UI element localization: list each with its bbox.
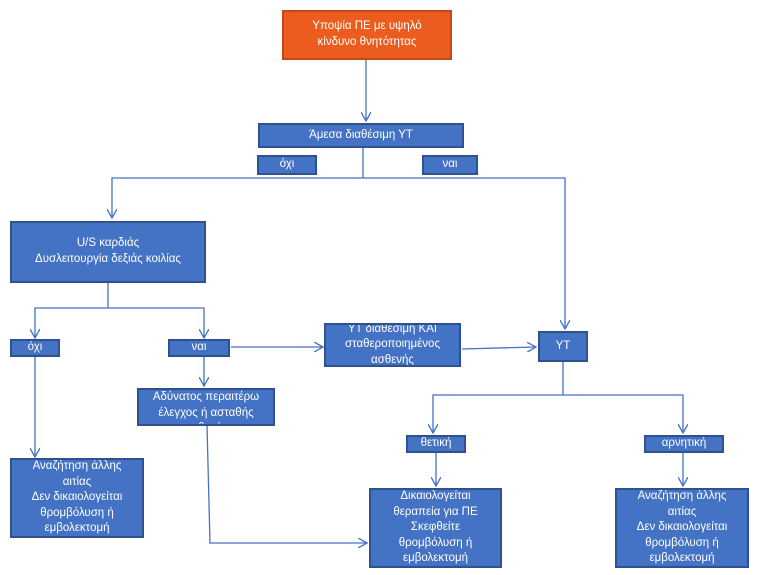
arrow-to-yes-mid <box>108 307 204 337</box>
arrow-to-ct <box>363 177 565 328</box>
node-treat-pe: Δικαιολογείται θεραπεία για ΠΕ Σκεφθείτε… <box>369 488 502 568</box>
node-other-cause-left: Αναζήτηση άλλης αιτίας Δεν δικαιολογείτα… <box>10 458 144 538</box>
node-unstable: Αδύνατος περαιτέρω έλεγχος ή ασταθής ασθ… <box>137 388 275 426</box>
arrow-to-no-left <box>35 307 108 337</box>
label-yes-mid: ναι <box>168 339 230 357</box>
node-ct-stable: ΥΤ διαθέσιμη ΚΑΙ σταθεροποιημένος ασθενή… <box>324 323 461 367</box>
label-yes-top: ναι <box>422 155 478 175</box>
label-positive: θετική <box>406 435 466 453</box>
arrow-to-echo <box>112 177 363 217</box>
arrow-to-positive <box>433 394 563 432</box>
arrow-unstable-to-treat <box>206 424 366 543</box>
node-start: Υποψία ΠΕ με υψηλό κίνδυνο θνητότητας <box>282 10 452 60</box>
label-no-left: όχι <box>10 339 60 357</box>
label-no-top: όχι <box>257 155 317 175</box>
node-ct: ΥΤ <box>538 331 588 362</box>
label-negative: αρνητική <box>644 435 724 453</box>
node-other-cause-right: Αναζήτηση άλλης αιτίας Δεν δικαιολογείτα… <box>615 488 749 568</box>
arrow-stable-to-ct <box>461 347 535 349</box>
node-ct-available: Άμεσα διαθέσιμη ΥΤ <box>258 123 464 148</box>
node-echo: U/S καρδιάς Δυσλειτουργία δεξιάς κοιλίας <box>10 221 206 283</box>
arrow-to-negative <box>563 394 683 432</box>
